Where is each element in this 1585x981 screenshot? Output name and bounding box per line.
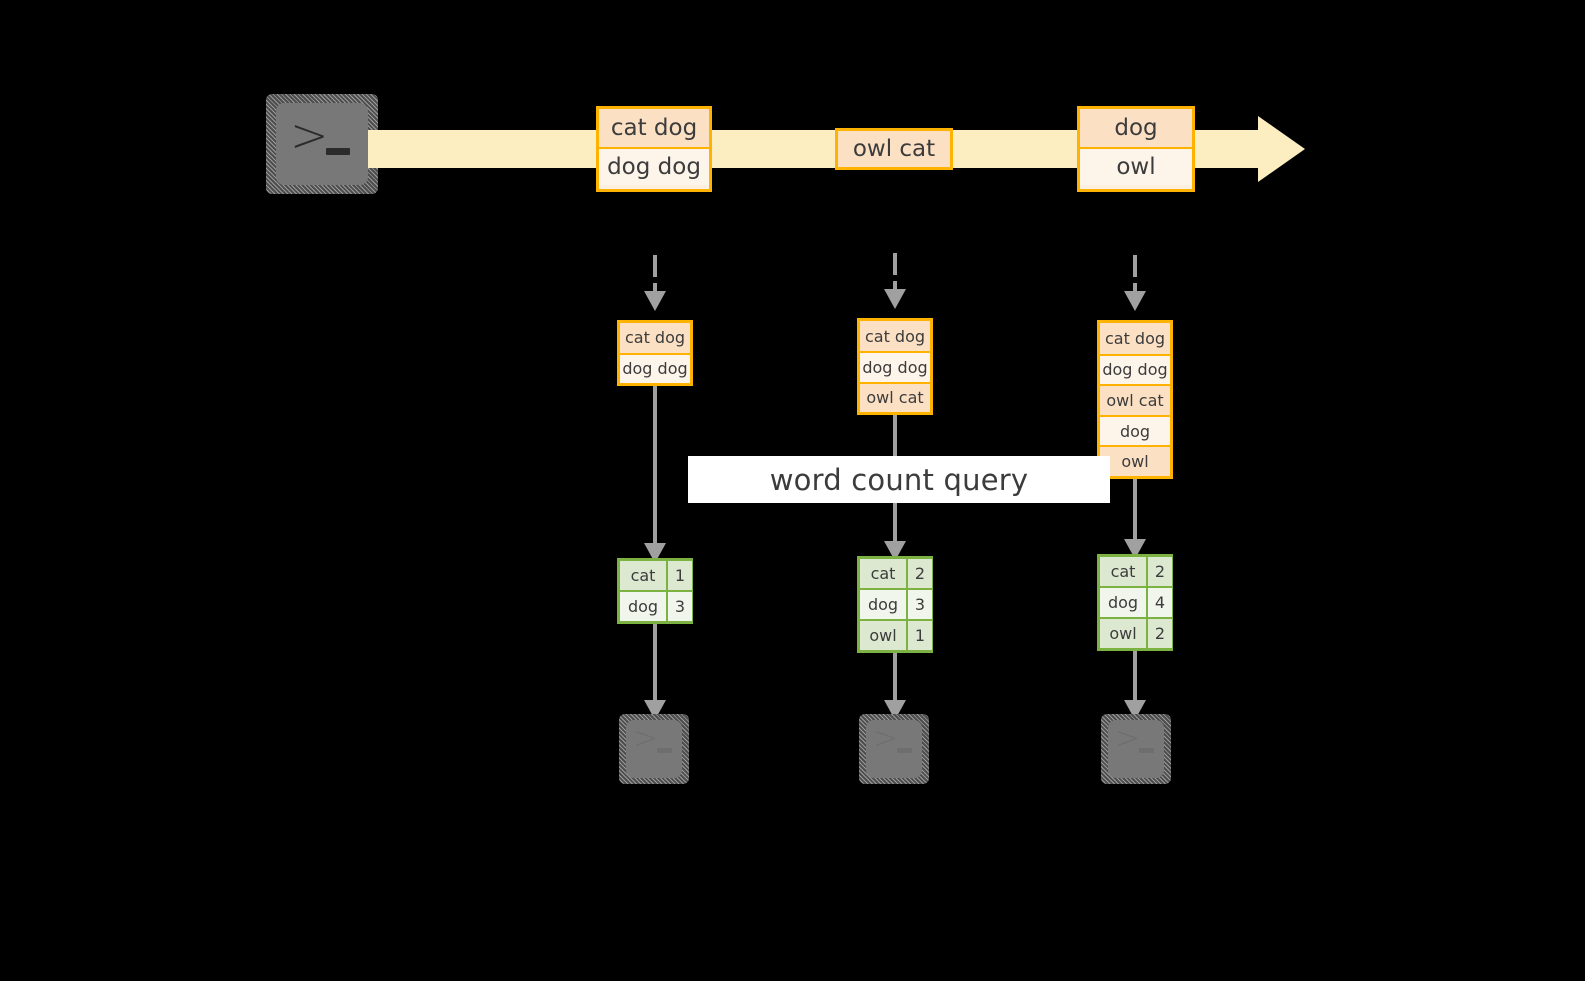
snapshot-1-feed-dash-1 [653,255,657,277]
snapshot-3-feed-dash-1 [1133,255,1137,277]
snapshot-3-feed-arrowhead [1124,291,1146,311]
terminal-prompt-underscore [326,148,350,155]
stream-record-2-line-1: owl cat [838,131,950,167]
stream-record-1: cat dog dog dog [596,106,712,192]
snapshot-2-feed-dash-2 [893,281,897,289]
stream-arrow-head [1258,116,1305,182]
result-count: 1 [666,561,692,590]
query-label-band: word count query [688,456,1110,503]
table-row: cat 2 [860,559,932,588]
result-count: 4 [1146,588,1172,617]
terminal-prompt-underscore [657,748,672,753]
terminal-face [866,720,922,778]
snapshot-3-query-connector [1133,479,1137,541]
table-row: owl 2 [1100,617,1172,648]
result-count: 3 [906,590,932,619]
snapshot-3-input-row: dog [1100,414,1170,446]
snapshot-2-feed-arrowhead [884,289,906,309]
snapshot-1-feed-arrowhead [644,291,666,311]
result-word: owl [1100,619,1146,648]
result-count: 2 [1146,557,1172,586]
result-word: dog [860,590,906,619]
table-row: owl 1 [860,619,932,650]
snapshot-2-sink-terminal-icon: > [859,714,929,784]
snapshot-2-input-table: cat dog dog dog owl cat [857,318,933,415]
snapshot-1-input-row: cat dog [620,323,690,353]
snapshot-2-sink-connector [893,653,897,702]
table-row: cat 2 [1100,557,1172,586]
result-count: 1 [906,621,932,650]
snapshot-1-query-connector [653,386,657,543]
terminal-prompt-underscore [897,748,912,753]
result-count: 2 [906,559,932,588]
snapshot-2-input-row: owl cat [860,381,930,412]
result-word: dog [620,592,666,621]
snapshot-3-feed-dash-2 [1133,283,1137,291]
snapshot-1-sink-terminal-icon: > [619,714,689,784]
snapshot-3-sink-connector [1133,651,1137,702]
snapshot-2-input-row: cat dog [860,321,930,352]
source-terminal-icon: > [266,94,378,194]
snapshot-3-input-row: cat dog [1100,323,1170,354]
terminal-face [276,103,368,185]
stream-record-3: dog owl [1077,106,1195,192]
snapshot-2-input-row: dog dog [860,351,930,382]
terminal-face [626,720,682,778]
snapshot-3-result-table: cat 2 dog 4 owl 2 [1097,554,1173,651]
result-word: cat [620,561,666,590]
snapshot-1-feed-dash-2 [653,283,657,291]
terminal-prompt-underscore [1139,748,1154,753]
snapshot-1-input-row: dog dog [620,352,690,383]
result-word: cat [1100,557,1146,586]
result-word: cat [860,559,906,588]
snapshot-1-sink-connector [653,624,657,702]
result-count: 3 [666,592,692,621]
result-word: dog [1100,588,1146,617]
snapshot-3-input-row: owl [1100,445,1170,477]
table-row: dog 3 [860,588,932,619]
terminal-prompt-chevron: > [1115,721,1141,756]
stream-record-1-line-1: cat dog [599,109,709,147]
snapshot-1-input-table: cat dog dog dog [617,320,693,386]
snapshot-2-feed-dash-1 [893,253,897,275]
snapshot-3-input-table: cat dog dog dog owl cat dog owl [1097,320,1173,479]
stream-record-1-line-2: dog dog [599,147,709,185]
snapshot-3-input-row: owl cat [1100,384,1170,415]
stream-record-3-line-2: owl [1080,147,1192,185]
query-label: word count query [769,462,1029,497]
terminal-prompt-chevron: > [633,721,659,756]
snapshot-1-result-table: cat 1 dog 3 [617,558,693,624]
result-word: owl [860,621,906,650]
table-row: dog 4 [1100,586,1172,617]
snapshot-3-input-row: dog dog [1100,353,1170,385]
stream-record-3-line-1: dog [1080,109,1192,147]
table-row: dog 3 [620,590,692,621]
terminal-prompt-chevron: > [873,721,899,756]
table-row: cat 1 [620,561,692,590]
terminal-face [1108,720,1164,778]
result-count: 2 [1146,619,1172,648]
terminal-prompt-chevron: > [290,108,329,162]
stream-record-2: owl cat [835,128,953,170]
snapshot-2-result-table: cat 2 dog 3 owl 1 [857,556,933,653]
snapshot-3-sink-terminal-icon: > [1101,714,1171,784]
